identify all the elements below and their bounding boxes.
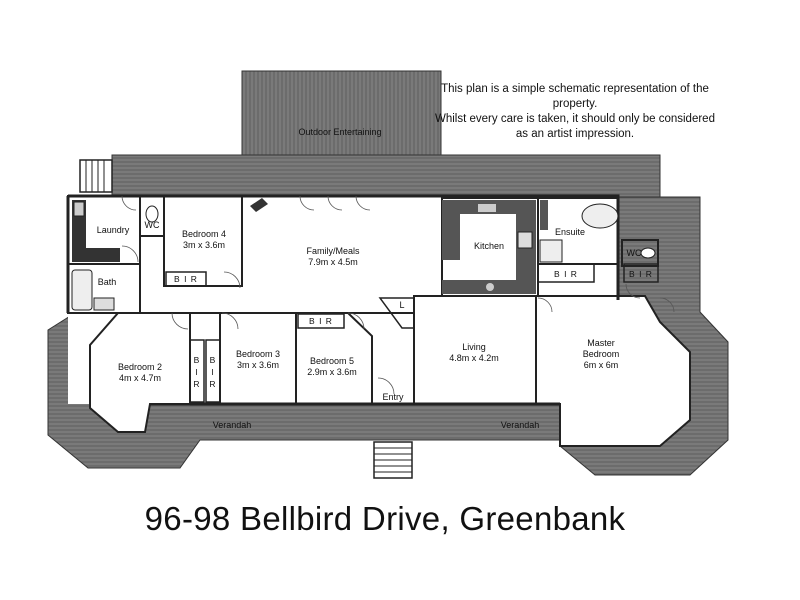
entry-label: Entry	[382, 392, 404, 402]
bedroom2-robe-2-letter: I	[211, 367, 214, 377]
bedroom2-label: Bedroom 2	[118, 362, 162, 372]
bedroom5-robe-label: B I R	[309, 316, 333, 326]
bedroom4-robe-label: B I R	[174, 274, 198, 284]
bedroom2-robe-1-letter: B	[194, 355, 201, 365]
rear-verandah	[111, 154, 661, 198]
bedroom2-robe-2-letter: B	[210, 355, 217, 365]
bathroom	[67, 263, 141, 314]
ensuite	[537, 197, 619, 265]
bedroom4-robe	[165, 271, 207, 287]
bedroom5-size: 2.9m x 3.6m	[307, 367, 357, 377]
ensuite-robe-1-label: B I R	[554, 269, 578, 279]
bedroom4-size: 3m x 3.6m	[183, 240, 225, 250]
disclaimer: This plan is a simple schematic represen…	[430, 82, 720, 142]
wc-right-label: WC	[627, 248, 642, 258]
bedroom3-label: Bedroom 3	[236, 349, 280, 359]
linen-label: L	[399, 300, 404, 310]
living-size: 4.8m x 4.2m	[449, 353, 499, 363]
verandah-right-label: Verandah	[501, 420, 540, 430]
outdoor-entertaining-label: Outdoor Entertaining	[298, 127, 381, 137]
bedroom2-robe-1-letter: R	[193, 379, 200, 389]
verandah-left-label: Verandah	[213, 420, 252, 430]
property-address: 96-98 Bellbird Drive, Greenbank	[144, 500, 626, 537]
disclaimer-line: Whilst every care is taken, it should on…	[435, 113, 715, 125]
bedroom4-icon	[250, 198, 268, 212]
master-label: Master	[587, 338, 615, 348]
bedroom2-robe-1-letter: I	[195, 367, 198, 377]
bedroom4-label: Bedroom 4	[182, 229, 226, 239]
bedroom5-label: Bedroom 5	[310, 356, 354, 366]
ensuite-robe-1	[537, 263, 595, 283]
bedroom2-robe-1	[189, 339, 205, 403]
wc-right	[621, 239, 659, 267]
master-size: 6m x 6m	[584, 360, 619, 370]
family-meals-size: 7.9m x 4.5m	[308, 257, 358, 267]
ensuite-robe-2	[623, 263, 659, 283]
bedroom3-size: 3m x 3.6m	[237, 360, 279, 370]
outdoor-deck	[241, 70, 442, 158]
bedroom5-robe	[297, 313, 345, 329]
living-label: Living	[462, 342, 486, 352]
living	[413, 295, 537, 405]
family-meals-label: Family/Meals	[306, 246, 360, 256]
master-label-2: Bedroom	[583, 349, 620, 359]
wc-left-label: WC	[145, 220, 160, 230]
disclaimer-line: as an artist impression.	[515, 128, 635, 140]
kitchen-label: Kitchen	[474, 241, 504, 251]
front-stairs	[373, 441, 413, 479]
disclaimer-line: This plan is a simple schematic represen…	[441, 83, 709, 110]
bedroom5	[295, 312, 373, 405]
rear-stairs	[79, 159, 113, 193]
ensuite-label: Ensuite	[555, 227, 585, 237]
laundry-label: Laundry	[97, 225, 130, 235]
bedroom2-robe-2-letter: R	[209, 379, 216, 389]
bedroom2-size: 4m x 4.7m	[119, 373, 161, 383]
ensuite-robe-2-label: B I R	[629, 269, 653, 279]
door-swings	[121, 195, 675, 395]
bath-label: Bath	[98, 277, 117, 287]
